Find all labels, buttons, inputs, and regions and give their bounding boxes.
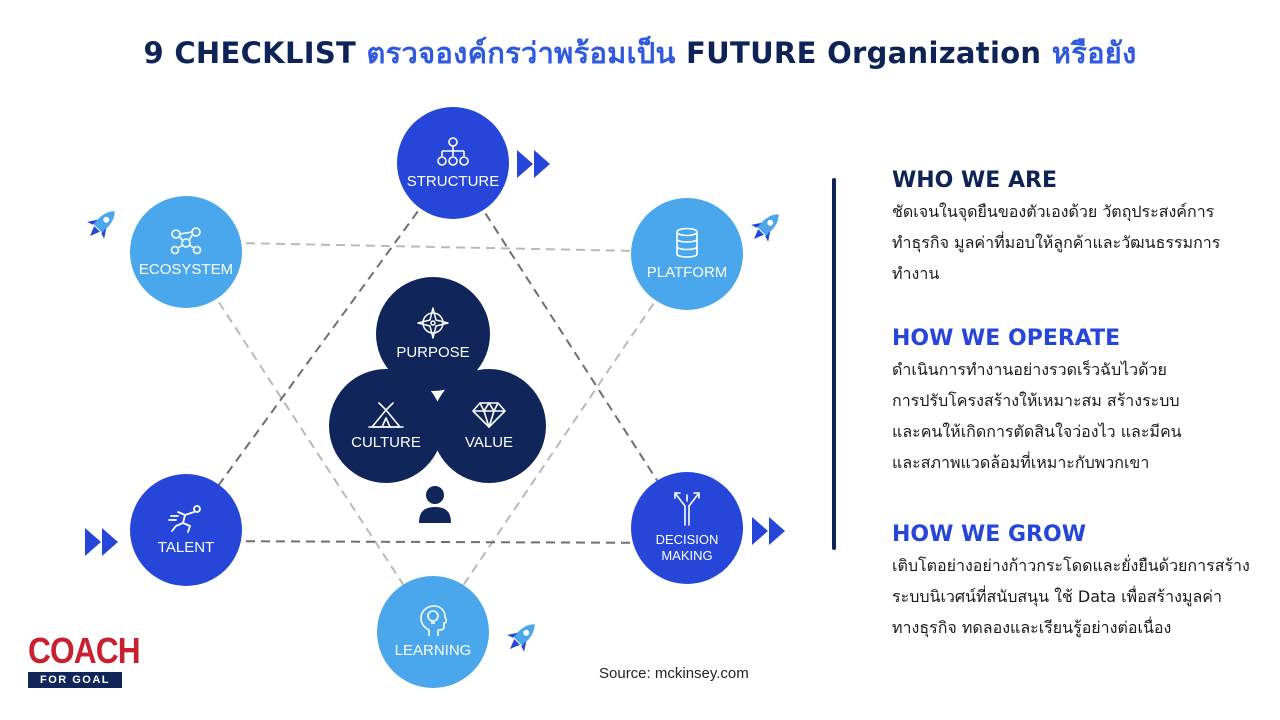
split-arrow-icon: [672, 492, 702, 526]
decision-label-line-2: MAKING: [661, 548, 713, 563]
node-platform-label: PLATFORM: [646, 264, 728, 281]
section-body: เติบโตอย่างอย่างก้าวกระโดดและยั่งยืนด้วย…: [892, 556, 1250, 637]
section-who-we-are: WHO WE ARE ชัดเจนในจุดยืนของตัวเองด้วย ว…: [892, 168, 1262, 289]
rocket-icon: [746, 207, 786, 251]
logo-tagline: FOR GOAL: [28, 672, 122, 688]
node-culture-label: CULTURE: [351, 434, 421, 451]
diamond-icon: [471, 401, 507, 429]
logo-brand: COACH: [28, 630, 141, 671]
title-part-2: ตรวจองค์กรว่าพร้อมเป็น: [366, 36, 676, 70]
node-talent: TALENT: [130, 474, 242, 586]
node-culture: CULTURE: [329, 369, 443, 483]
section-how-we-operate: HOW WE OPERATE ดำเนินการทำงานอย่างรวดเร็…: [892, 326, 1262, 478]
node-purpose-label: PURPOSE: [396, 344, 470, 361]
title-part-3: FUTURE Organization: [686, 36, 1042, 70]
person-icon: [417, 485, 453, 527]
section-how-we-grow: HOW WE GROW เติบโตอย่างอย่างก้าวกระโดดแล…: [892, 522, 1262, 643]
node-structure-label: STRUCTURE: [406, 173, 500, 190]
section-body: ชัดเจนในจุดยืนของตัวเองด้วย วัตถุประสงค์…: [892, 202, 1221, 283]
compass-icon: [417, 307, 449, 339]
node-value-label: VALUE: [464, 434, 514, 451]
title-part-4: หรือยัง: [1051, 36, 1137, 70]
coach-for-goal-logo: COACH FOR GOAL: [28, 630, 141, 688]
line-talent-decision: [185, 540, 688, 544]
head-lightbulb-icon: [419, 605, 447, 637]
node-ecosystem: ECOSYSTEM: [130, 196, 242, 308]
tent-icon: [368, 401, 404, 429]
node-structure: STRUCTURE: [397, 107, 509, 219]
node-platform: PLATFORM: [631, 198, 743, 310]
node-decision-making: DECISION MAKING: [631, 472, 743, 584]
node-decision-making-label: DECISION MAKING: [656, 532, 719, 564]
node-learning-label: LEARNING: [394, 642, 472, 659]
database-icon: [674, 227, 700, 259]
running-person-icon: [168, 504, 204, 534]
line-structure-decision: [452, 162, 688, 528]
fast-forward-icon: [752, 517, 786, 549]
source-caption: Source: mckinsey.com: [599, 665, 749, 682]
line-ecosystem-learning: [185, 251, 434, 631]
fast-forward-icon: [517, 150, 551, 182]
rocket-icon: [82, 204, 122, 248]
page-title: 9 CHECKLIST ตรวจองค์กรว่าพร้อมเป็น FUTUR…: [0, 30, 1280, 76]
node-ecosystem-label: ECOSYSTEM: [138, 261, 234, 278]
line-platform-learning: [432, 253, 688, 631]
vertical-divider: [832, 178, 836, 550]
node-value: VALUE: [432, 369, 546, 483]
rocket-icon: [502, 617, 542, 661]
section-heading: HOW WE OPERATE: [892, 326, 1121, 351]
line-ecosystem-platform: [185, 241, 688, 253]
fast-forward-icon: [85, 528, 119, 560]
section-body: ดำเนินการทำงานอย่างรวดเร็วฉับไวด้วย การป…: [892, 360, 1182, 472]
section-heading: HOW WE GROW: [892, 522, 1086, 547]
network-people-icon: [168, 226, 204, 256]
org-chart-icon: [436, 136, 470, 168]
decision-label-line-1: DECISION: [655, 532, 719, 547]
node-learning: LEARNING: [377, 576, 489, 688]
line-structure-talent: [185, 162, 454, 531]
section-heading: WHO WE ARE: [892, 168, 1057, 193]
title-part-1: 9 CHECKLIST: [143, 36, 357, 70]
node-talent-label: TALENT: [157, 539, 215, 556]
